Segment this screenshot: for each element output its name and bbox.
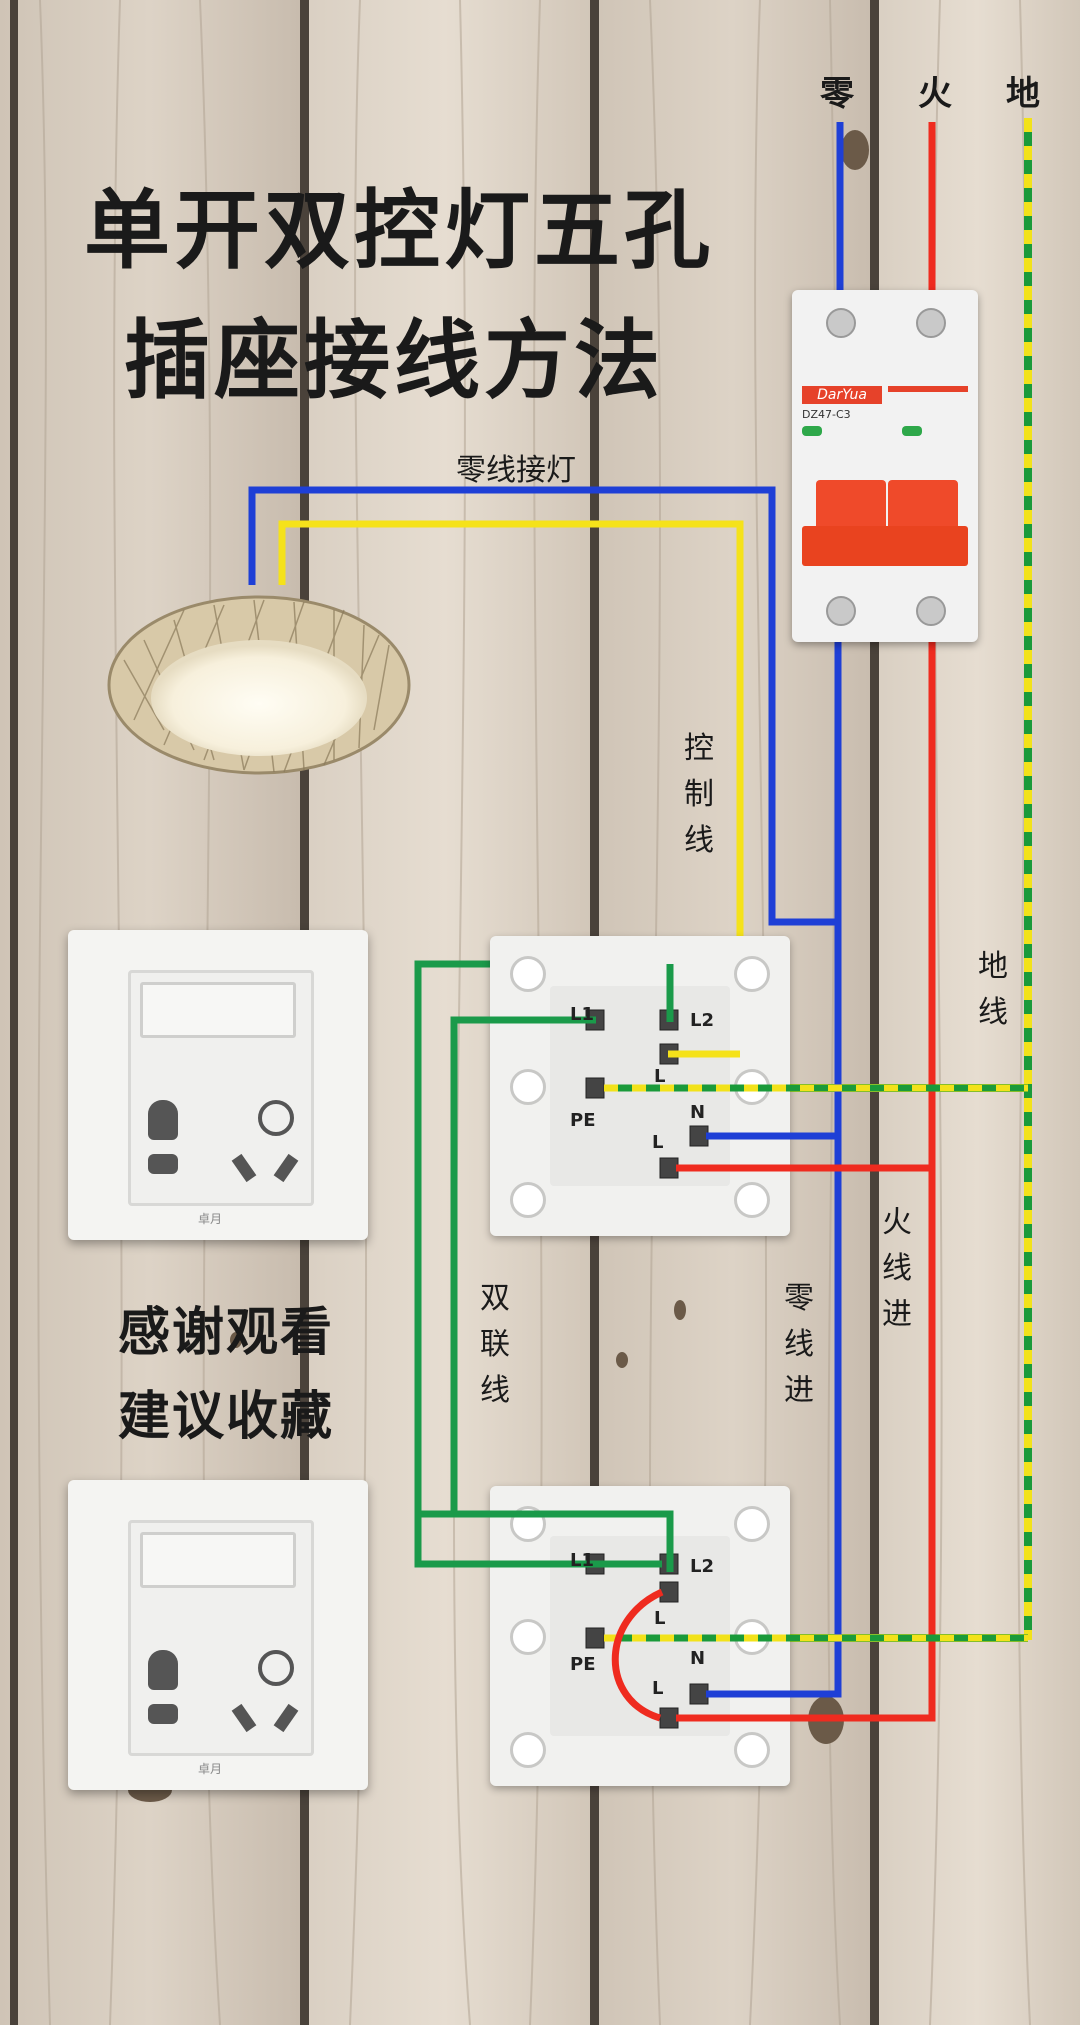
breaker-model: DZ47-C3 <box>802 408 851 421</box>
upper-terminal-l1: L1 <box>570 1004 594 1025</box>
switch-rocker[interactable] <box>140 982 296 1038</box>
upper-terminal-l-live: L <box>652 1132 664 1153</box>
socket-switch-icon: 卓月 <box>68 1480 368 1790</box>
breaker-screw <box>916 308 946 338</box>
label-dual-wire: 双联线 <box>480 1281 510 1408</box>
label-live-in: 火线进 <box>882 1205 912 1332</box>
ceiling-lamp-icon <box>107 595 411 775</box>
socket-switch-icon: 卓月 <box>68 930 368 1240</box>
label-ground-wire: 地线 <box>978 949 1008 1030</box>
breaker-screw <box>916 596 946 626</box>
lower-terminal-pe: PE <box>570 1654 596 1675</box>
thanks-line-2: 建议收藏 <box>118 1387 335 1447</box>
socket-brand: 卓月 <box>198 1762 223 1776</box>
top-label-live: 火 <box>918 74 952 114</box>
socket-brand: 卓月 <box>198 1212 223 1226</box>
title-line-1: 单开双控灯五孔 <box>84 181 714 281</box>
upper-terminal-l: L <box>654 1066 666 1087</box>
lower-terminal-l: L <box>654 1608 666 1629</box>
label-control-wire: 控制线 <box>684 731 714 858</box>
breaker-brand: DarYua <box>802 386 882 404</box>
label-neutral-to-lamp: 零线接灯 <box>456 453 576 488</box>
thanks-line-1: 感谢观看 <box>118 1303 335 1363</box>
switch-rocker[interactable] <box>140 1532 296 1588</box>
lower-terminal-l2: L2 <box>690 1556 714 1577</box>
lower-terminal-l1: L1 <box>570 1550 594 1571</box>
lower-terminal-n: N <box>690 1648 706 1669</box>
title-line-2: 插座接线方法 <box>124 311 664 411</box>
upper-terminal-l2: L2 <box>690 1010 714 1031</box>
lower-terminal-l-live: L <box>652 1678 664 1699</box>
breaker-screw <box>826 596 856 626</box>
upper-terminal-n: N <box>690 1102 706 1123</box>
circuit-breaker-icon: DarYua DZ47-C3 <box>792 290 978 642</box>
breaker-screw <box>826 308 856 338</box>
top-label-ground: 地 <box>1006 74 1040 114</box>
upper-terminal-pe: PE <box>570 1110 596 1131</box>
label-neutral-in: 零线进 <box>784 1281 814 1408</box>
top-label-neutral: 零 <box>820 74 854 114</box>
